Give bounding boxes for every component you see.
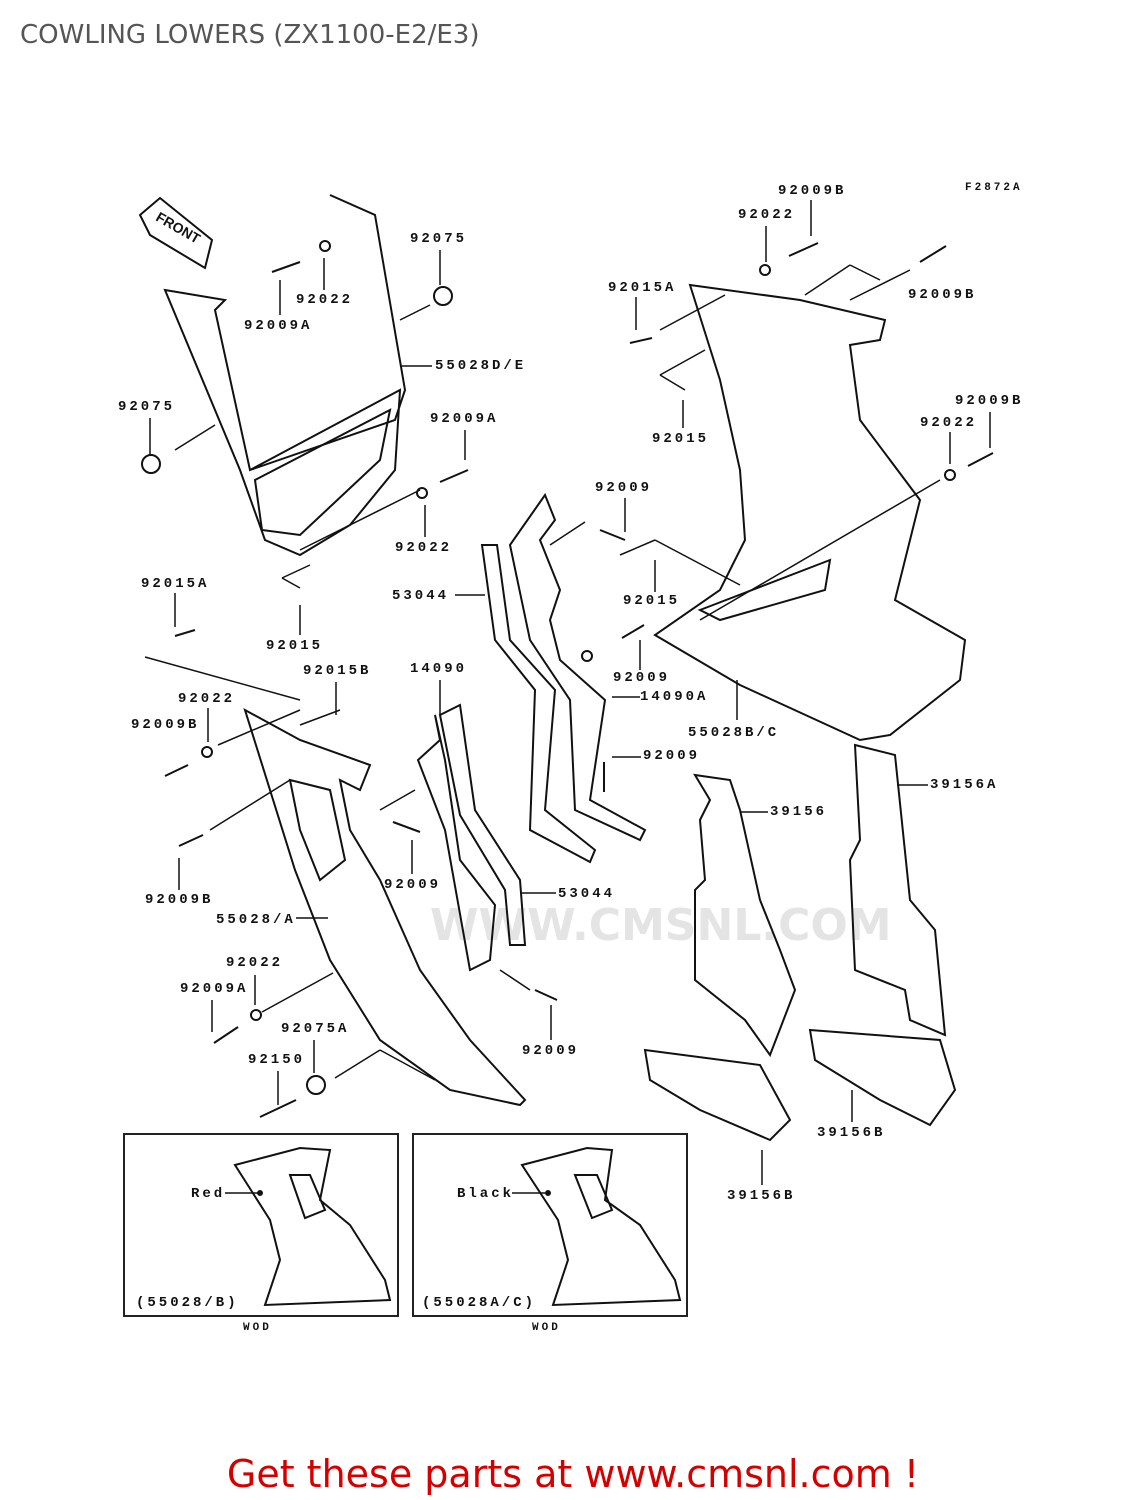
callout-label[interactable]: 92075 <box>118 399 176 415</box>
part-39156b-left <box>643 1048 792 1142</box>
callout-label[interactable]: 92009A <box>430 411 499 427</box>
callout-label[interactable]: 92015 <box>266 638 324 654</box>
callout-label[interactable]: 92009 <box>643 748 701 764</box>
callout-label[interactable]: 92022 <box>395 540 453 556</box>
inset-box-black <box>412 1133 688 1317</box>
part-39156a <box>848 743 947 1037</box>
callout-label[interactable]: 39156A <box>930 777 999 793</box>
callout-label[interactable]: 53044 <box>392 588 450 604</box>
callout-label[interactable]: 55028B/C <box>688 725 780 741</box>
callout-label[interactable]: 92009B <box>145 892 214 908</box>
callout-label[interactable]: 92150 <box>248 1052 306 1068</box>
part-39156 <box>693 773 797 1058</box>
callout-label[interactable]: 92022 <box>920 415 978 431</box>
callout-label[interactable]: 92009B <box>955 393 1024 409</box>
part-14090 <box>438 703 527 946</box>
part-55028-a <box>243 707 527 1107</box>
callout-label[interactable]: 92022 <box>178 691 236 707</box>
callout-label[interactable]: 92009 <box>384 877 442 893</box>
callout-label[interactable]: 92009B <box>908 287 977 303</box>
callout-label[interactable]: 92015A <box>608 280 677 296</box>
inset-box-red <box>123 1133 399 1317</box>
inset-note: WOD <box>243 1322 272 1334</box>
inset-part-label[interactable]: (55028/B) <box>136 1295 239 1311</box>
inset-note: WOD <box>532 1322 561 1334</box>
callout-label[interactable]: 92022 <box>226 955 284 971</box>
callout-label[interactable]: 92015 <box>623 593 681 609</box>
part-55028b-c <box>653 283 967 742</box>
part-53044-upper <box>480 544 597 864</box>
callout-label[interactable]: 39156 <box>770 804 828 820</box>
callout-label[interactable]: 92009 <box>522 1043 580 1059</box>
front-arrow-icon: FRONT <box>138 196 214 270</box>
callout-label[interactable]: 92009A <box>244 318 313 334</box>
part-14090a <box>508 492 647 842</box>
callout-label[interactable]: 14090 <box>410 661 468 677</box>
callout-label[interactable]: 92075 <box>410 231 468 247</box>
footer-link[interactable]: Get these parts at www.cmsnl.com ! <box>226 1452 920 1496</box>
callout-label[interactable]: 92015A <box>141 576 210 592</box>
part-53044-lower <box>416 714 497 972</box>
callout-label[interactable]: 92009B <box>131 717 200 733</box>
callout-label[interactable]: 92009A <box>180 981 249 997</box>
inset-part-label[interactable]: (55028A/C) <box>422 1295 537 1311</box>
callout-label[interactable]: 55028D/E <box>435 358 527 374</box>
callout-label[interactable]: 92075A <box>281 1021 350 1037</box>
inset-color-label: Black <box>457 1186 515 1202</box>
callout-label[interactable]: 39156B <box>727 1188 796 1204</box>
diagram-drawing: FRONT <box>138 194 994 1307</box>
callout-label[interactable]: 92015 <box>652 431 710 447</box>
inset-color-label: Red <box>191 1186 226 1202</box>
fastener-icons <box>141 240 994 1118</box>
callout-label[interactable]: 55028/A <box>216 912 296 928</box>
callout-label[interactable]: 92009B <box>778 183 847 199</box>
figure-code: F2872A <box>965 182 1023 194</box>
callout-label[interactable]: 39156B <box>817 1125 886 1141</box>
part-55028d-e <box>163 194 407 557</box>
callout-label[interactable]: 53044 <box>558 886 616 902</box>
callout-label[interactable]: 14090A <box>640 689 709 705</box>
callout-label[interactable]: 92009 <box>595 480 653 496</box>
page-title: COWLING LOWERS (ZX1100-E2/E3) <box>20 20 480 50</box>
part-39156b-right <box>808 1028 957 1127</box>
leader-lines <box>144 200 991 1185</box>
callout-label[interactable]: 92015B <box>303 663 372 679</box>
callout-label[interactable]: 92022 <box>738 207 796 223</box>
callout-label[interactable]: 92009 <box>613 670 671 686</box>
callout-label[interactable]: 92022 <box>296 292 354 308</box>
